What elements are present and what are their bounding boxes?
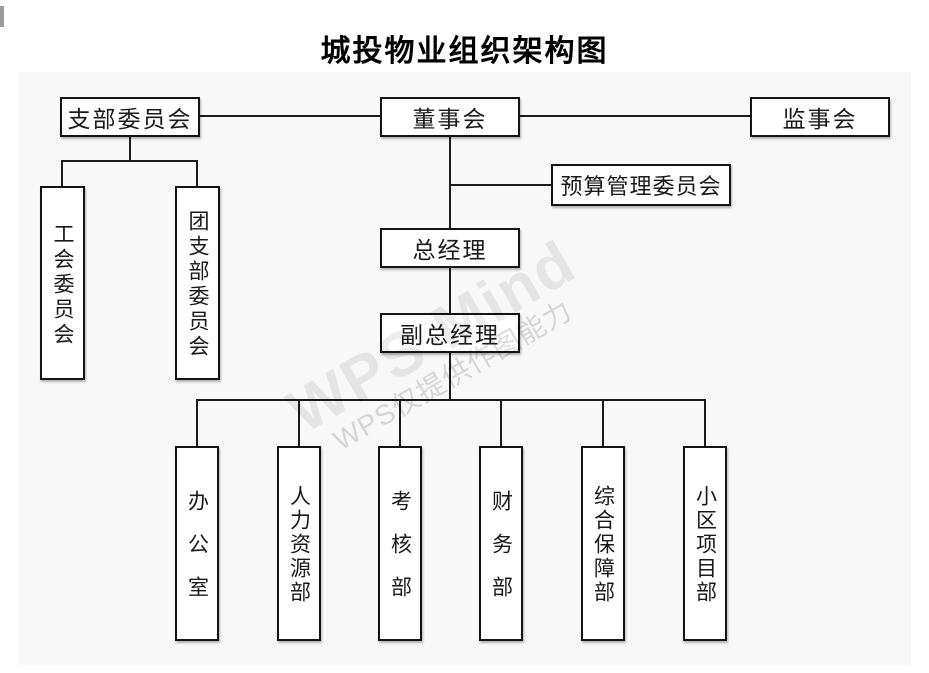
connector-drop-office	[196, 399, 198, 446]
connector-drop-youth-league	[196, 160, 198, 186]
node-office[interactable]: 办公室	[175, 446, 219, 641]
node-label: 监事会	[782, 107, 858, 133]
connector-drop-union	[61, 160, 63, 186]
connector-drop-support	[602, 399, 604, 446]
node-assessment-dept[interactable]: 考核部	[378, 446, 422, 641]
node-supervisors[interactable]: 监事会	[750, 97, 890, 137]
node-budget-committee[interactable]: 预算管理委员会	[551, 164, 731, 206]
connector-branch-to-board	[200, 115, 380, 117]
node-finance-dept[interactable]: 财务部	[479, 446, 523, 641]
connector-to-budget-committee	[450, 184, 551, 186]
node-community-project-dept[interactable]: 小区项目部	[683, 446, 727, 641]
node-label: 董事会	[412, 107, 488, 133]
connector-board-to-supervisors	[520, 115, 750, 117]
connector-drop-community	[704, 399, 706, 446]
connector-gm-to-deputy	[449, 268, 451, 313]
node-label: 综合保障部	[591, 484, 616, 605]
connector-departments-rail	[196, 399, 706, 401]
connector-drop-hr	[298, 399, 300, 446]
node-youth-league-committee[interactable]: 团支部委员会	[175, 186, 220, 380]
node-hr-dept[interactable]: 人力资源部	[277, 446, 321, 641]
node-label: 考核部	[388, 490, 413, 619]
node-label: 工会委员会	[51, 222, 75, 348]
node-deputy-general-manager[interactable]: 副总经理	[380, 313, 520, 353]
connector-drop-finance	[500, 399, 502, 446]
node-label: 财务部	[489, 490, 514, 619]
node-union-committee[interactable]: 工会委员会	[40, 186, 85, 380]
node-label: 人力资源部	[287, 484, 312, 605]
scrollbar-fragment[interactable]	[0, 6, 4, 27]
node-label: 办公室	[185, 490, 210, 619]
node-general-manager[interactable]: 总经理	[380, 228, 520, 268]
connector-branch-down	[129, 137, 131, 161]
chart-title: 城投物业组织架构图	[320, 34, 609, 69]
node-label: 支部委员会	[67, 107, 193, 133]
node-board[interactable]: 董事会	[380, 97, 520, 137]
node-label: 小区项目部	[693, 484, 718, 605]
node-label: 副总经理	[400, 323, 500, 349]
connector-deputy-down	[449, 353, 451, 400]
node-support-dept[interactable]: 综合保障部	[581, 446, 625, 641]
node-label: 预算管理委员会	[560, 175, 722, 200]
diagram-canvas	[18, 72, 911, 665]
connector-drop-assessment	[399, 399, 401, 446]
node-label: 总经理	[412, 238, 488, 264]
connector-board-to-gm	[449, 137, 451, 228]
node-branch-committee[interactable]: 支部委员会	[60, 97, 200, 137]
connector-branch-children-rail	[61, 160, 198, 162]
node-label: 团支部委员会	[186, 210, 210, 360]
